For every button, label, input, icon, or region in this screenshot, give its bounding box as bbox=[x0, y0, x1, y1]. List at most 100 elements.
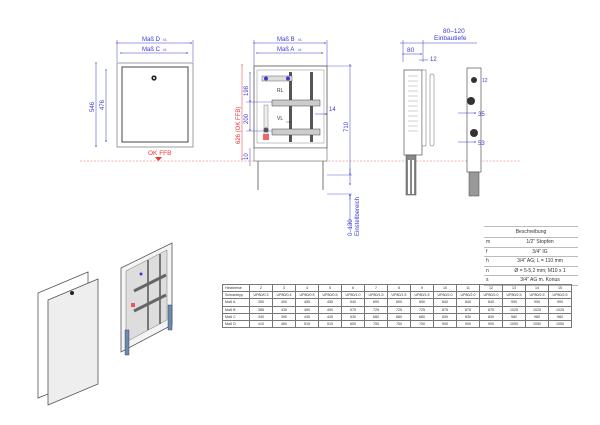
table-cell: 725 bbox=[410, 305, 434, 314]
table-cell: 390 bbox=[272, 312, 296, 321]
table-cell: 840 bbox=[456, 298, 480, 307]
svg-text:35: 35 bbox=[478, 112, 485, 118]
table-cell: 445 bbox=[318, 312, 342, 321]
height-outer-label: 546 bbox=[90, 101, 96, 112]
table-cell: 750 bbox=[387, 319, 411, 329]
row-label: Schranktyp bbox=[222, 291, 250, 300]
table-cell: 680 bbox=[364, 312, 388, 321]
svg-text:14: 14 bbox=[329, 107, 336, 113]
table-cell: UP80/2.5 bbox=[502, 291, 526, 300]
description-header: Beschreibung bbox=[484, 226, 578, 238]
table-cell: 7 bbox=[364, 283, 388, 293]
row-label: Maß B bbox=[222, 305, 250, 314]
table-cell: 340 bbox=[249, 312, 273, 321]
dim-c-label: Maß C bbox=[142, 47, 161, 53]
table-cell: 400 bbox=[272, 298, 296, 307]
table-cell: 8 bbox=[387, 283, 411, 293]
table-cell: 15 bbox=[548, 283, 572, 293]
svg-text:80–120: 80–120 bbox=[443, 28, 465, 35]
svg-text:±1: ±1 bbox=[163, 48, 167, 52]
table-cell: 1025 bbox=[548, 305, 572, 314]
table-cell: 990 bbox=[548, 298, 572, 307]
table-cell: UP80/2.0 bbox=[479, 291, 503, 300]
svg-text:12: 12 bbox=[430, 57, 437, 63]
dim-a-label: Maß A bbox=[277, 47, 294, 53]
table-cell: 490 bbox=[318, 305, 342, 314]
table-cell: 435 bbox=[272, 305, 296, 314]
vl-label: VL bbox=[277, 116, 283, 122]
table-cell: 410 bbox=[249, 319, 273, 329]
table-cell: 840 bbox=[479, 298, 503, 307]
svg-text:10: 10 bbox=[244, 153, 250, 160]
table-cell: 1050 bbox=[548, 319, 572, 329]
svg-text:0–130: 0–130 bbox=[348, 219, 354, 236]
table-cell: 5 bbox=[318, 283, 342, 293]
table-cell: 990 bbox=[502, 298, 526, 307]
dim-b-label: Maß B bbox=[277, 37, 295, 43]
table-cell: 445 bbox=[295, 312, 319, 321]
table-cell: UP80/1.0 bbox=[341, 291, 365, 300]
front-view: Maß D ±1 Maß C ±1 546 476 OK FFB bbox=[90, 37, 194, 161]
svg-text:198: 198 bbox=[244, 85, 250, 96]
table-cell: UP80/0.4 bbox=[272, 291, 296, 300]
svg-text:±1: ±1 bbox=[298, 38, 302, 42]
table-cell: UP80/0.3 bbox=[249, 291, 273, 300]
table-cell: 830 bbox=[479, 312, 503, 321]
table-cell: 350 bbox=[249, 298, 273, 307]
table-cell: 575 bbox=[341, 305, 365, 314]
svg-text:±1: ±1 bbox=[298, 48, 302, 52]
table-cell: 515 bbox=[318, 319, 342, 329]
table-cell: 900 bbox=[479, 319, 503, 329]
table-cell: 980 bbox=[525, 312, 549, 321]
table-cell: UP80/2.5 bbox=[548, 291, 572, 300]
depth-label: Einbautiefe bbox=[434, 35, 467, 42]
table-cell: 11 bbox=[456, 283, 480, 293]
table-cell: 530 bbox=[341, 312, 365, 321]
flow-manifold bbox=[271, 128, 321, 136]
table-cell: 1025 bbox=[525, 305, 549, 314]
table-cell: 690 bbox=[387, 298, 411, 307]
floor-label: OK FFB bbox=[148, 150, 171, 157]
table-cell: 830 bbox=[433, 312, 457, 321]
table-cell: 490 bbox=[295, 305, 319, 314]
table-cell: 6 bbox=[341, 283, 365, 293]
table-cell: 600 bbox=[341, 319, 365, 329]
table-cell: 9 bbox=[410, 283, 434, 293]
return-manifold bbox=[271, 99, 321, 107]
table-cell: 1050 bbox=[525, 319, 549, 329]
table-cell: 460 bbox=[272, 319, 296, 329]
table-cell: 455 bbox=[318, 298, 342, 307]
table-cell: 750 bbox=[410, 319, 434, 329]
table-cell: 840 bbox=[433, 298, 457, 307]
table-cell: UP80/1.5 bbox=[410, 291, 434, 300]
isometric-door bbox=[37, 271, 99, 406]
table-cell: 875 bbox=[456, 305, 480, 314]
table-cell: 690 bbox=[410, 298, 434, 307]
row-label: Maß D bbox=[222, 319, 250, 329]
table-cell: 980 bbox=[548, 312, 572, 321]
svg-text:80: 80 bbox=[407, 47, 415, 54]
table-cell: UP80/2.0 bbox=[433, 291, 457, 300]
height-floor-label: 626 (OK FFB) bbox=[236, 107, 242, 144]
svg-text:710: 710 bbox=[344, 121, 350, 132]
table-cell: 680 bbox=[387, 312, 411, 321]
table-cell: UP80/0.5 bbox=[295, 291, 319, 300]
isometric-cabinet bbox=[120, 242, 173, 356]
table-cell: 3 bbox=[272, 283, 296, 293]
table-cell: 385 bbox=[249, 305, 273, 314]
table-cell: 2 bbox=[249, 283, 273, 293]
table-cell: 990 bbox=[525, 298, 549, 307]
table-cell: 14 bbox=[525, 283, 549, 293]
table-cell: 1050 bbox=[502, 319, 526, 329]
table-cell: 1025 bbox=[502, 305, 526, 314]
row-label: Heizkreise bbox=[222, 283, 250, 293]
